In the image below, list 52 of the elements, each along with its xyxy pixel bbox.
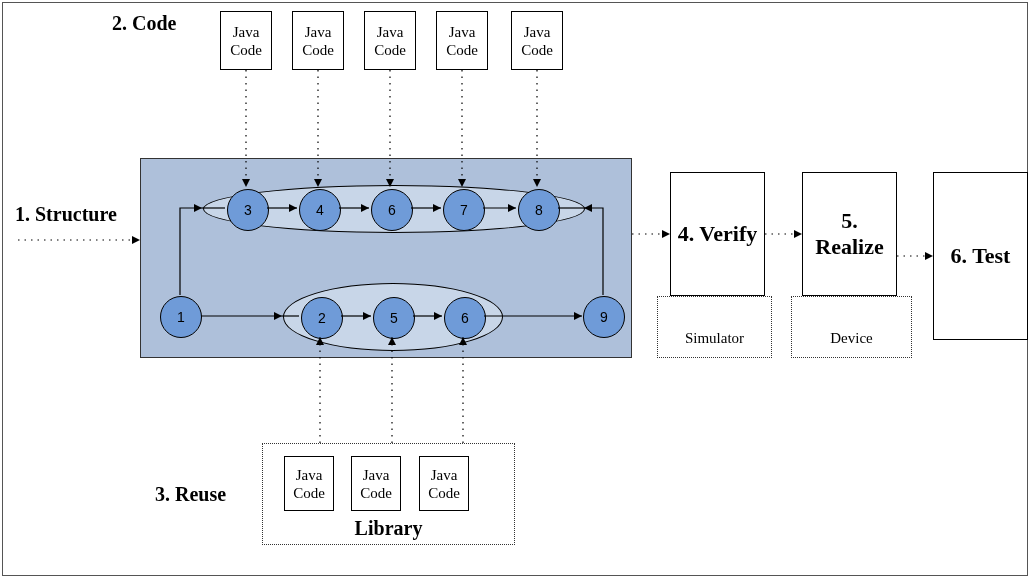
arrow [200,312,283,320]
process-circle: 9 [583,296,625,338]
arrow [483,312,583,320]
process-circle: 8 [518,189,560,231]
process-circle: 1 [160,296,202,338]
section-heading: 2. Code [112,12,177,35]
arrow [631,230,671,238]
stage-box: 6. Test [933,172,1028,340]
code-block: Java Code [220,11,272,70]
process-circle: 6 [371,189,413,231]
connector-line [557,207,585,209]
arrow [242,69,250,188]
process-circle: 7 [443,189,485,231]
process-circle: 5 [373,297,415,339]
tool-box: Simulator [657,296,772,358]
arrow [266,204,298,212]
arrow [412,312,443,320]
arrow [17,236,141,244]
process-circle: 2 [301,297,343,339]
arrow [340,312,372,320]
code-block: Java Code [436,11,488,70]
code-block: Java Code [419,456,469,511]
group-title: Library [353,517,424,540]
code-block: Java Code [511,11,563,70]
arrow [764,230,803,238]
arrow [179,204,203,296]
arrow [533,69,541,188]
code-block: Java Code [351,456,401,511]
process-circle: 4 [299,189,341,231]
connector-line [281,315,300,317]
arrow [338,204,370,212]
arrow [896,252,934,260]
arrow [314,69,322,188]
arrow [316,336,324,444]
process-circle: 3 [227,189,269,231]
arrow [386,69,394,188]
section-heading: 3. Reuse [155,483,227,506]
section-heading: 1. Structure [15,203,117,226]
stage-box: 4. Verify [670,172,765,296]
code-block: Java Code [364,11,416,70]
tool-box: Device [791,296,912,358]
code-block: Java Code [284,456,334,511]
arrow [583,204,604,296]
arrow [482,204,517,212]
connector-line [201,207,226,209]
process-circle: 6 [444,297,486,339]
arrow [458,69,466,188]
stage-box: 5. Realize [802,172,897,296]
arrow [388,336,396,444]
arrow [459,336,467,444]
arrow [410,204,442,212]
code-block: Java Code [292,11,344,70]
